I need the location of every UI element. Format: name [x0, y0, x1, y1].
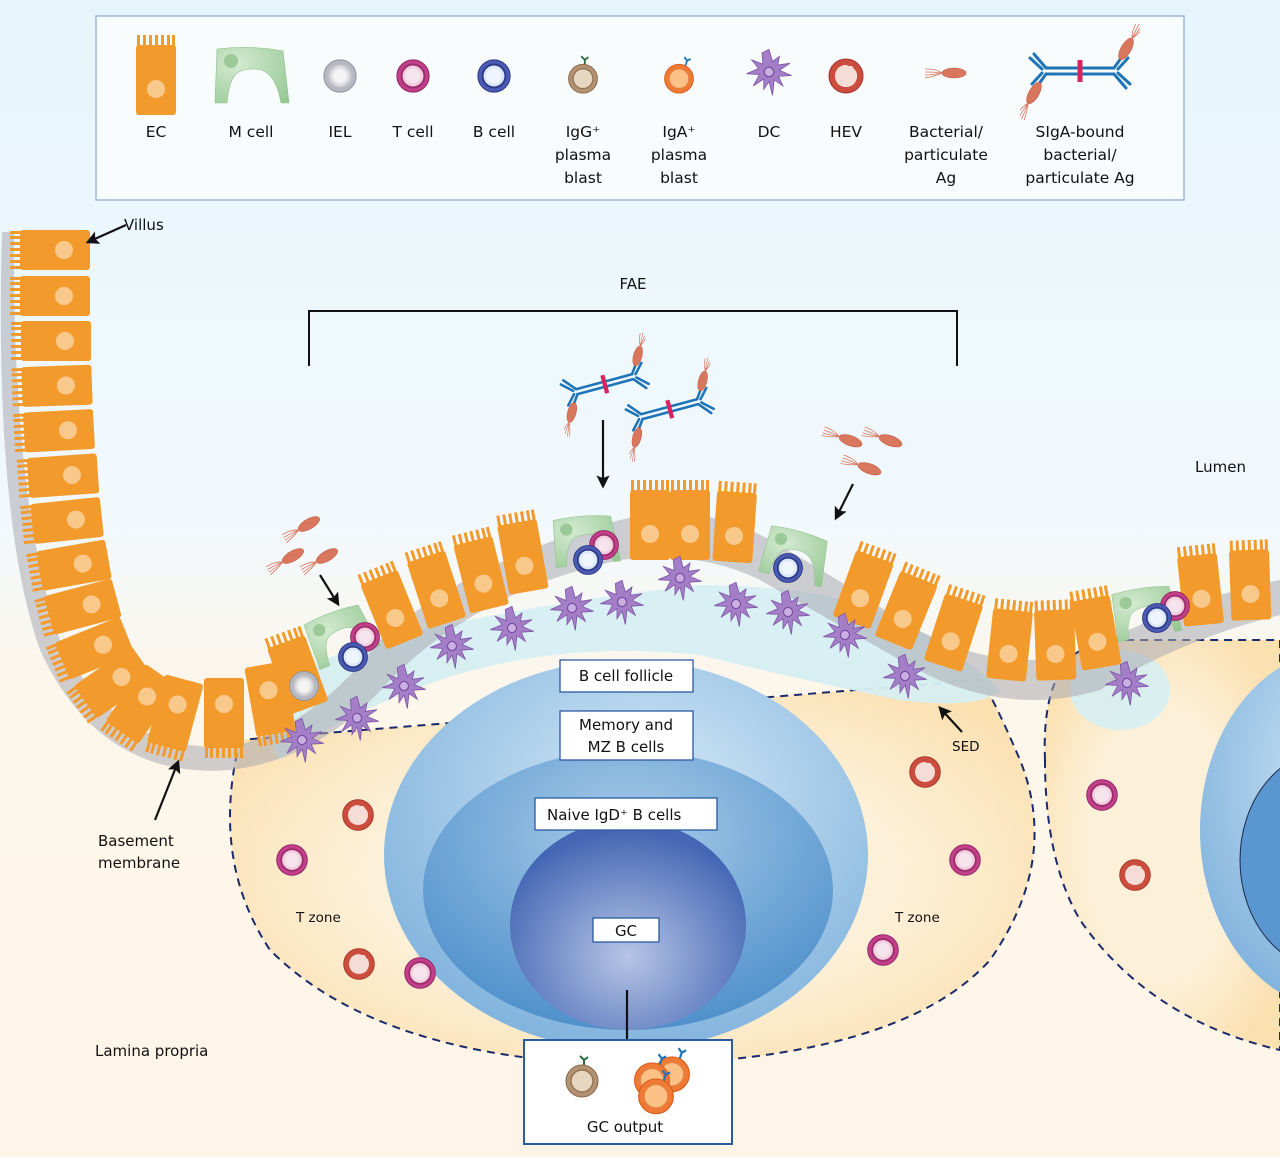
basement-membrane-label-line2: membrane: [98, 854, 180, 872]
fae-bracket: [308, 310, 958, 366]
t-zone-right-label: T zone: [894, 910, 940, 926]
gc-output-label: GC output: [587, 1118, 663, 1136]
hev: [343, 948, 375, 980]
iel-icon: [323, 59, 357, 93]
naive-b-cells-label-box: Naive IgD⁺ B cells: [534, 797, 718, 831]
legend-item-iel: IEL: [323, 59, 357, 141]
basement-membrane-arrow: [153, 759, 181, 821]
epithelial-cell: [1033, 599, 1077, 681]
legend-label-iel: IEL: [328, 123, 351, 141]
legend-item-iga: IgA⁺ plasma blast: [651, 56, 707, 187]
epithelial-cell: [712, 480, 758, 564]
t-cell: [275, 843, 309, 877]
memory-mz-label-line2: MZ B cells: [588, 738, 665, 756]
epithelial-cell-icon: [136, 35, 176, 115]
epithelial-cell: [13, 408, 95, 454]
legend-label-igg: blast: [564, 169, 602, 187]
legend-item-ec: EC: [136, 35, 176, 141]
gc-label: GC: [615, 922, 637, 940]
t-cell: [403, 956, 437, 990]
epithelial-cell: [10, 276, 90, 316]
memory-mz-label-line1: Memory and: [579, 716, 673, 734]
epithelial-cell: [11, 321, 91, 361]
legend-item-tcell: T cell: [391, 58, 434, 141]
mcell-arrow-right: [834, 483, 854, 521]
legend-label-tcell: T cell: [391, 123, 433, 141]
naive-b-cells-label: Naive IgD⁺ B cells: [547, 806, 682, 824]
legend-label-dc: DC: [758, 123, 781, 141]
sed-label: SED: [952, 739, 980, 755]
b-cell: [572, 544, 604, 576]
mcell-arrow-left: [319, 574, 340, 607]
legend-label-iga: plasma: [651, 146, 707, 164]
iel: [289, 671, 319, 701]
hev: [909, 756, 941, 788]
epithelial-cell: [16, 453, 100, 499]
t-cell: [1085, 778, 1119, 812]
b-cell: [1141, 602, 1173, 634]
legend-label-siga: bacterial/: [1043, 146, 1117, 164]
b-cell-icon: [476, 58, 512, 94]
legend-label-siga: particulate Ag: [1025, 169, 1134, 187]
legend-label-bact: Bacterial/: [909, 123, 984, 141]
legend-label-bact: Ag: [936, 169, 956, 187]
b-cell: [337, 641, 369, 673]
t-cell: [866, 933, 900, 967]
right-patch: [1043, 639, 1280, 1052]
sed-arrow: [938, 706, 963, 733]
epithelial-cell: [11, 364, 93, 408]
legend-label-iga: IgA⁺: [662, 123, 695, 141]
gc-output-box: GC output: [523, 1039, 733, 1145]
b-cell-follicle-label: B cell follicle: [579, 667, 673, 685]
legend-item-siga: SIgA-bound bacterial/particulate Ag: [1015, 21, 1145, 187]
b-cell-follicle-label-box: B cell follicle: [559, 659, 694, 693]
t-cell-icon: [395, 58, 431, 94]
epithelial-cell: [670, 480, 710, 560]
legend-label-mcell: M cell: [229, 123, 274, 141]
legend-label-hev: HEV: [830, 123, 862, 141]
legend-label-bcell: B cell: [473, 123, 515, 141]
legend-label-siga: SIgA-bound: [1036, 123, 1125, 141]
legend-item-hev: HEV: [828, 58, 864, 141]
legend-label-igg: plasma: [555, 146, 611, 164]
legend-label-bact: particulate: [904, 146, 988, 164]
legend-item-dc: DC: [745, 48, 793, 141]
legend-label-iga: blast: [660, 169, 698, 187]
epithelial-cell: [985, 598, 1035, 682]
t-cell: [948, 843, 982, 877]
epithelial-cell: [204, 678, 244, 758]
epithelial-cell: [1228, 539, 1272, 621]
gc-label-box: GC: [592, 917, 660, 943]
hev: [1119, 859, 1151, 891]
b-cell-follicle: [384, 660, 868, 1050]
hev: [342, 799, 374, 831]
lamina-propria-label: Lamina propria: [95, 1042, 208, 1060]
epithelial-cell: [630, 480, 670, 560]
right-follicle-inner: [1239, 767, 1280, 953]
legend-item-bcell: B cell: [473, 58, 515, 141]
basement-membrane-label-line1: Basement: [98, 832, 174, 850]
villus-arrow: [85, 223, 127, 244]
hev-icon: [828, 58, 864, 94]
villus-label: Villus: [124, 216, 164, 234]
epithelial-cell: [10, 230, 90, 270]
legend-item-mcell: M cell: [214, 46, 290, 141]
t-zone-left-label: T zone: [295, 910, 341, 926]
lumen-label: Lumen: [1195, 458, 1246, 476]
legend-item-igg: IgG⁺ plasma blast: [555, 55, 611, 187]
b-cell: [772, 552, 804, 584]
legend-label-ec: EC: [146, 123, 167, 141]
legend-label-igg: IgG⁺: [566, 123, 601, 141]
fae-label: FAE: [620, 275, 647, 293]
memory-mz-label-box: Memory and MZ B cells: [559, 710, 694, 761]
